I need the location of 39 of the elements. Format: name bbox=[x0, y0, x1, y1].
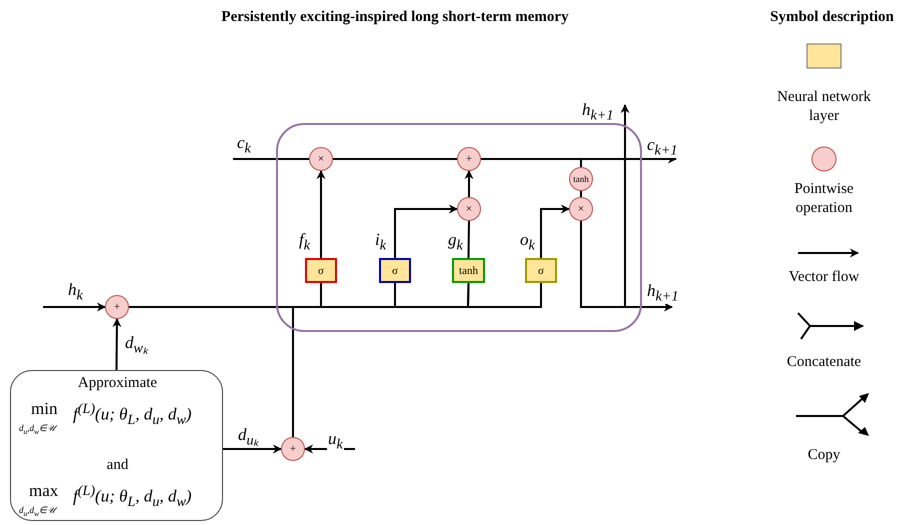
edge-label: d$_{wₖ}$ bbox=[124, 334, 149, 356]
arrow bbox=[540, 204, 570, 258]
arrow bbox=[464, 170, 474, 197]
legend-text: Neural network layer bbox=[776, 88, 872, 126]
pointwise-operation: + bbox=[457, 147, 481, 171]
arrow bbox=[223, 444, 282, 454]
legend-text: Concatenate bbox=[786, 353, 862, 372]
operator-text: max bbox=[29, 481, 58, 501]
arrow bbox=[580, 104, 630, 308]
pointwise-operation: + bbox=[281, 437, 305, 461]
legend-text: Vector flow bbox=[788, 268, 860, 287]
legend-text: Copy bbox=[806, 446, 842, 465]
diagram-title: Persistently exciting-inspired long short-term memory bbox=[220, 9, 570, 26]
legend-heading: Symbol description bbox=[769, 9, 895, 26]
operator-limits: d$_{u}$,d$_{w}$∈𝒰 bbox=[19, 423, 56, 436]
layer-box: σ bbox=[379, 258, 411, 283]
pointwise-operation: tanh bbox=[569, 167, 593, 191]
edge-label: d$_{uₖ}$ bbox=[237, 426, 260, 448]
layer-box: σ bbox=[525, 258, 557, 283]
layer-box: tanh bbox=[452, 258, 485, 283]
arrow bbox=[394, 204, 458, 258]
connecting-word: and bbox=[106, 457, 130, 474]
pointwise-operation: × bbox=[457, 197, 481, 221]
arrow bbox=[304, 444, 355, 454]
pointwise-operation: × bbox=[569, 197, 593, 221]
formula-text: f$^{(L)}$(u; θ$_{L}$, d$_{u}$, d$_{w}$) bbox=[73, 401, 192, 430]
formula-text: f$^{(L)}$(u; θ$_{L}$, d$_{u}$, d$_{w}$) bbox=[73, 483, 192, 512]
legend-text: Pointwise operation bbox=[793, 180, 855, 218]
box-heading: Approximate bbox=[76, 375, 158, 392]
arrow bbox=[112, 318, 122, 370]
edge-label: h$_{k+1}$ bbox=[646, 282, 680, 304]
operator-text: min bbox=[31, 399, 58, 419]
pointwise-operation: + bbox=[105, 295, 129, 319]
operator-limits: d$_{u}$,d$_{w}$∈𝒰 bbox=[19, 505, 56, 518]
arrow bbox=[316, 170, 326, 258]
pointwise-operation: × bbox=[309, 147, 333, 171]
arrow bbox=[43, 302, 106, 312]
optimization-box bbox=[10, 370, 223, 521]
layer-box: σ bbox=[305, 258, 337, 283]
